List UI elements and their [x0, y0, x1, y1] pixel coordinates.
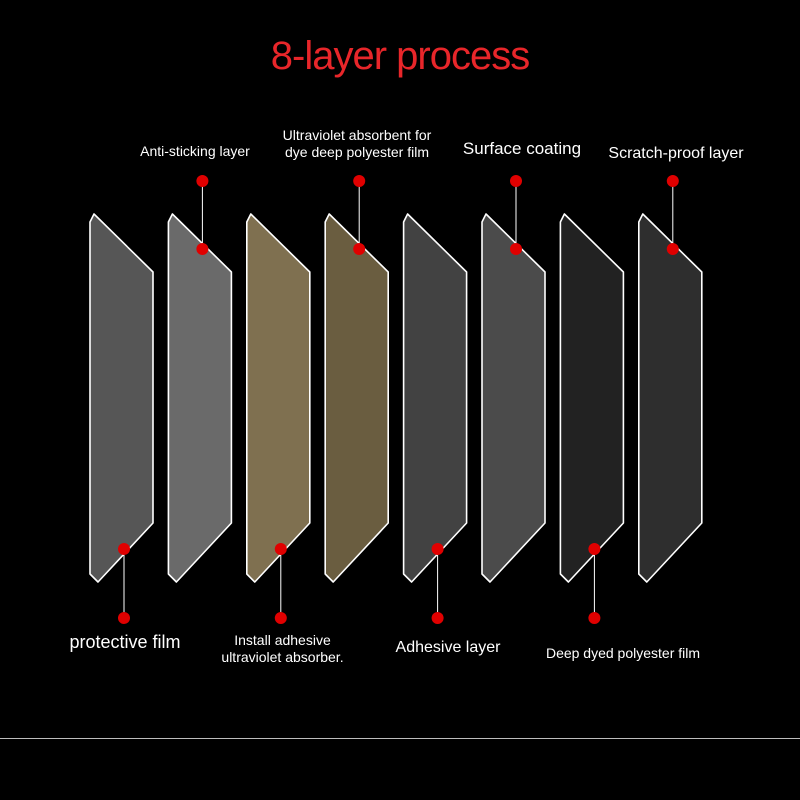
layer-panel-8	[637, 213, 703, 583]
bottom-3-marker-start	[431, 543, 444, 555]
bottom-1-marker-end	[118, 612, 130, 624]
layer-panel-3	[246, 213, 311, 583]
divider-line	[0, 738, 800, 739]
top-1-marker-end	[196, 243, 209, 255]
layer-panel-1	[89, 213, 154, 583]
connectors-group	[118, 175, 679, 624]
top-4-marker-start	[666, 175, 679, 187]
bottom-2-marker-end	[274, 612, 287, 624]
bottom-2-marker-start	[274, 543, 287, 555]
layer-panel-2	[167, 213, 233, 583]
layer-panel-5	[402, 213, 468, 583]
label-uv-absorbent: Ultraviolet absorbent for dye deep polye…	[282, 127, 432, 160]
layer-panel-6	[481, 213, 546, 583]
label-protective-film: protective film	[69, 632, 181, 652]
label-scratch-proof-layer: Scratch-proof layer	[608, 145, 744, 162]
bottom-3-marker-end	[431, 612, 444, 624]
top-3-marker-start	[510, 175, 522, 187]
bottom-4-marker-start	[588, 543, 601, 555]
bottom-1-marker-start	[118, 543, 130, 555]
label-adhesive-uv-absorber: Install adhesive ultraviolet absorber.	[221, 632, 344, 665]
top-4-marker-end	[666, 243, 679, 255]
layer-panel-7	[559, 213, 625, 583]
top-3-marker-end	[510, 243, 522, 255]
top-2-marker-start	[353, 175, 366, 187]
label-surface-coating: Surface coating	[462, 139, 582, 158]
layer-panel-4	[324, 213, 390, 583]
label-adhesive-layer: Adhesive layer	[395, 639, 501, 656]
top-2-marker-end	[353, 243, 366, 255]
top-1-marker-start	[196, 175, 209, 187]
bottom-4-marker-end	[588, 612, 601, 624]
page-title: 8-layer process	[270, 34, 530, 78]
panels-group	[89, 213, 703, 583]
label-anti-sticking-layer: Anti-sticking layer	[140, 143, 250, 159]
label-deep-dyed-polyester-film: Deep dyed polyester film	[545, 645, 701, 661]
